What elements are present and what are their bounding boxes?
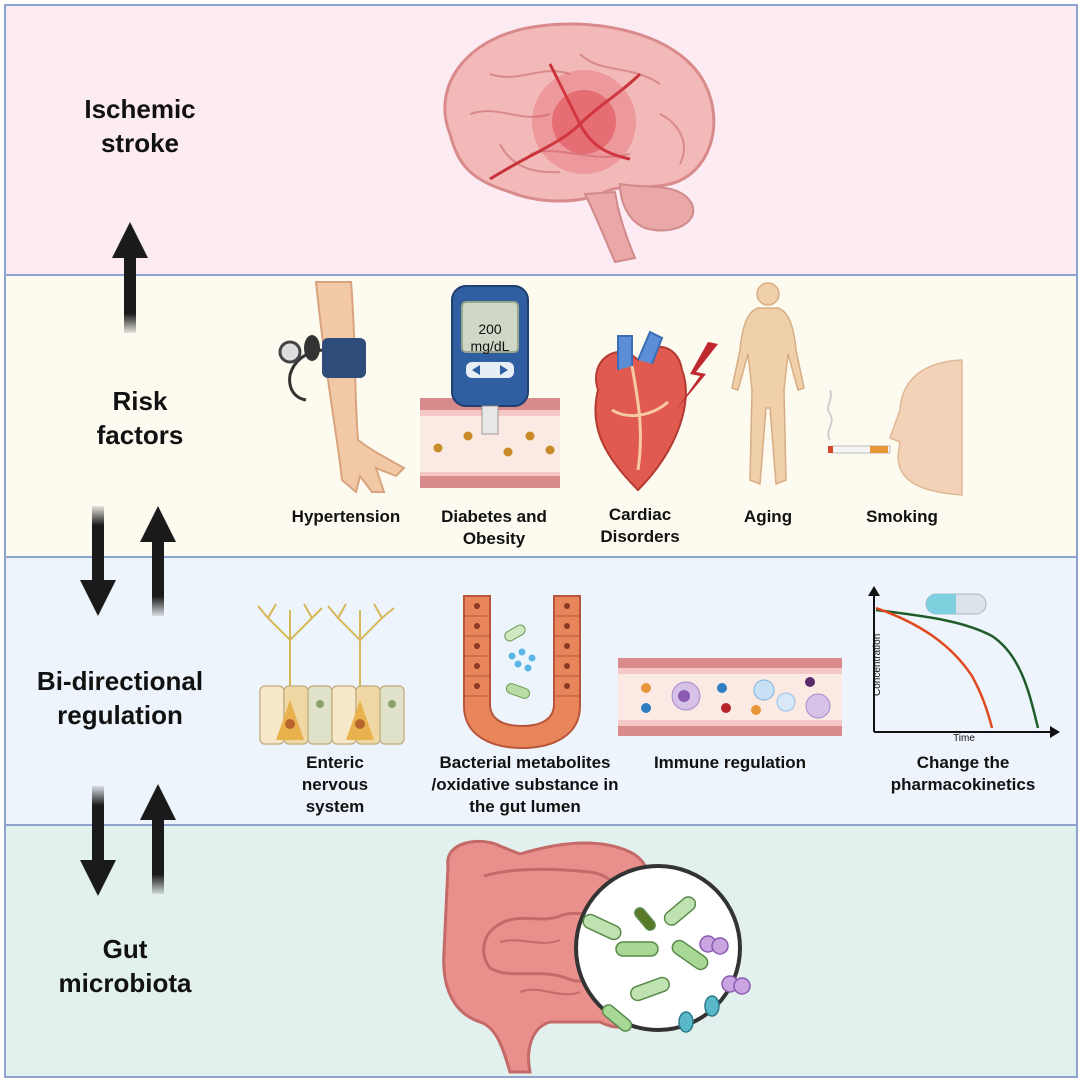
aging-label: Aging: [743, 507, 793, 526]
risk-factors-label: Risk factors: [96, 386, 184, 450]
bacterial-metabolites-label: Bacterial metabolites /oxidative substan…: [431, 753, 619, 816]
cardiac-disorders-label: Cardiac Disorders: [600, 505, 680, 546]
brain-icon: [443, 22, 716, 264]
down-arrow-icon: [80, 786, 116, 896]
hypertension-icon: [278, 281, 406, 494]
bidirectional-regulation-label: Bi-directional regulation: [36, 666, 204, 730]
capsule-icon: [925, 593, 987, 615]
blood-vessel-icon: [618, 658, 842, 736]
enteric-neurons-icon: [257, 603, 405, 745]
heart-icon: [594, 330, 718, 492]
glucometer-icon: [420, 285, 560, 488]
down-arrow-icon: [80, 506, 116, 616]
fast-decline-curve: [875, 606, 994, 729]
smoking-label: Smoking: [866, 507, 938, 526]
up-arrow-icon: [140, 506, 176, 616]
glucometer-unit: mg/dL: [470, 338, 510, 354]
hypertension-label: Hypertension: [291, 507, 401, 526]
ischemic-stroke-label: Ischemic stroke: [84, 94, 196, 158]
x-axis-label: Time: [953, 733, 975, 744]
gut-villus-icon: [463, 595, 581, 750]
pharmacokinetics-graph: [868, 586, 1060, 738]
pharmacokinetics-label: Change the pharmacokinetics: [890, 753, 1036, 794]
up-arrow-icon: [140, 784, 176, 894]
intestine-icon: [442, 839, 751, 1074]
aging-figure-icon: [731, 282, 805, 486]
diabetes-obesity-label: Diabetes and Obesity: [441, 507, 547, 548]
slow-decline-curve: [875, 608, 1040, 729]
glucometer-value: 200: [478, 321, 502, 337]
up-arrow-icon: [112, 222, 148, 333]
y-axis-label: Concentration: [872, 633, 883, 696]
enteric-nervous-system-label: Enteric nervous system: [301, 753, 369, 816]
gut-microbiota-label: Gut microbiota: [58, 934, 192, 998]
immune-regulation-label: Immune regulation: [653, 753, 807, 772]
smoking-icon: [827, 359, 963, 496]
